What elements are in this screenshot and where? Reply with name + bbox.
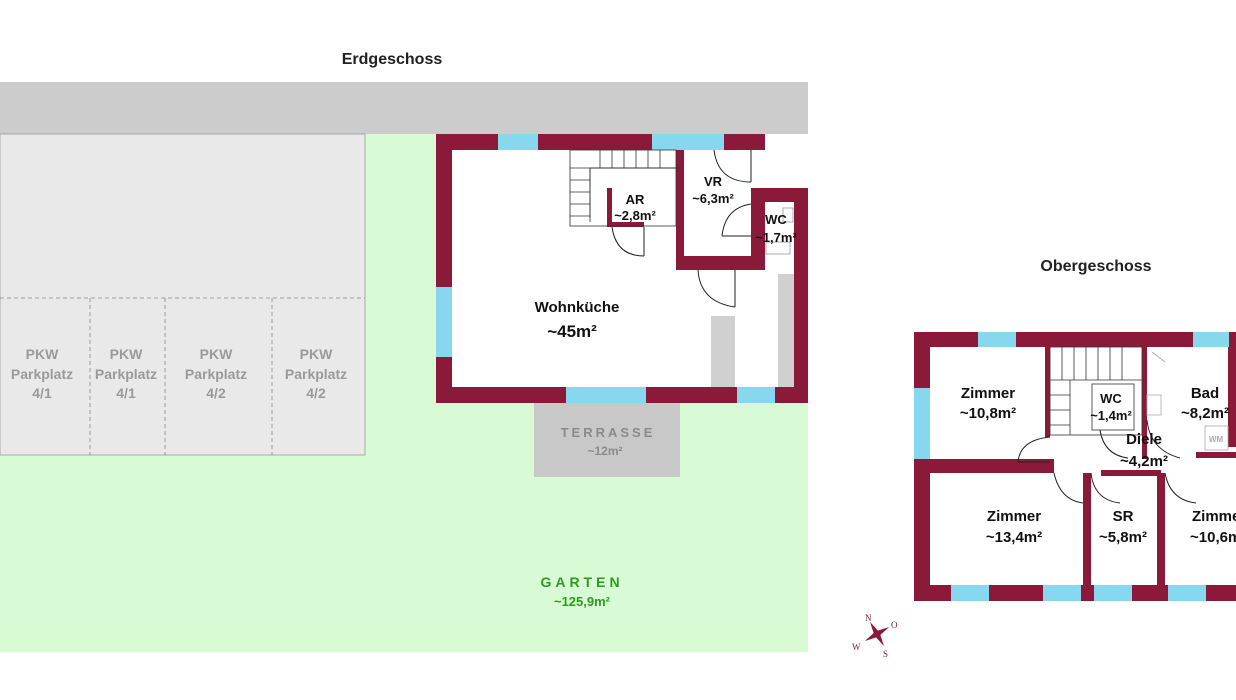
- driveway: [0, 82, 808, 134]
- parking-label-line2: Parkplatz: [11, 366, 73, 382]
- garten-area: ~125,9m²: [554, 594, 611, 609]
- wc-upper-label: WC: [1100, 391, 1122, 406]
- wc-area: ~1,7m²: [755, 230, 797, 245]
- wm-label: WM: [1209, 435, 1224, 444]
- parking-label-line2: Parkplatz: [95, 366, 157, 382]
- wc-upper-area: ~1,4m²: [1090, 408, 1132, 423]
- compass-o: O: [891, 620, 898, 630]
- garten-label: GARTEN: [540, 574, 623, 590]
- ar-area: ~2,8m²: [614, 208, 656, 223]
- terrasse-label: TERRASSE: [561, 425, 656, 440]
- parking-label-line1: PKW: [110, 346, 143, 362]
- terrace: [534, 403, 680, 477]
- parking-space-2: PKW Parkplatz 4/1: [95, 346, 157, 401]
- parking-label-line3: 4/2: [206, 385, 226, 401]
- parking-space-1: PKW Parkplatz 4/1: [11, 346, 73, 401]
- parking-label-line1: PKW: [200, 346, 233, 362]
- parking-area: [0, 133, 366, 456]
- vr-label: VR: [704, 174, 723, 189]
- ar-label: AR: [626, 192, 645, 207]
- parking-label-line2: Parkplatz: [185, 366, 247, 382]
- bath-fixtures: [1146, 351, 1229, 451]
- diele-area: ~4,2m²: [1120, 453, 1168, 470]
- wohnkueche-area: ~45m²: [547, 322, 597, 341]
- parking-label-line2: Parkplatz: [285, 366, 347, 382]
- compass-rose-icon: N O S W: [852, 613, 898, 659]
- upper-floor-windows: [914, 332, 1229, 601]
- kitchen-counter: [778, 274, 794, 387]
- ground-floor-windows: [436, 134, 775, 403]
- wohnkueche-label: Wohnküche: [535, 299, 620, 316]
- ground-floor-title: Erdgeschoss: [342, 51, 443, 68]
- zimmer3-area: ~10,6m²: [1190, 529, 1236, 546]
- parking-space-3: PKW Parkplatz 4/2: [185, 346, 247, 401]
- diele-label: Diele: [1126, 431, 1162, 448]
- compass-w: W: [852, 642, 861, 652]
- doors-upper: [1017, 419, 1197, 504]
- zimmer2-label: Zimmer: [987, 508, 1041, 525]
- zimmer3-label: Zimmer: [1192, 508, 1236, 525]
- bad-area: ~8,2m²: [1181, 405, 1229, 422]
- zimmer1-label: Zimmer: [961, 385, 1015, 402]
- staircase-upper: [1049, 346, 1143, 436]
- parking-label-line3: 4/1: [32, 385, 52, 401]
- staircase: [569, 149, 680, 227]
- compass-s: S: [883, 649, 888, 659]
- doors-ground: [611, 149, 752, 308]
- parking-label-line1: PKW: [300, 346, 333, 362]
- sr-area: ~5,8m²: [1099, 529, 1147, 546]
- parking-label-line3: 4/1: [116, 385, 136, 401]
- zimmer1-area: ~10,8m²: [960, 405, 1016, 422]
- kitchen-counter: [711, 316, 735, 387]
- parking-label-line1: PKW: [26, 346, 59, 362]
- parking-label-line3: 4/2: [306, 385, 326, 401]
- zimmer2-area: ~13,4m²: [986, 529, 1042, 546]
- parking-dividers: [0, 297, 365, 455]
- sr-label: SR: [1113, 508, 1134, 525]
- bad-label: Bad: [1191, 385, 1219, 402]
- vr-area: ~6,3m²: [692, 191, 734, 206]
- wc-fixtures: [765, 207, 794, 255]
- terrasse-area: ~12m²: [587, 444, 622, 458]
- compass-n: N: [865, 613, 872, 623]
- wc-label: WC: [765, 212, 787, 227]
- parking-space-4: PKW Parkplatz 4/2: [285, 346, 347, 401]
- upper-floor-title: Obergeschoss: [1040, 258, 1151, 275]
